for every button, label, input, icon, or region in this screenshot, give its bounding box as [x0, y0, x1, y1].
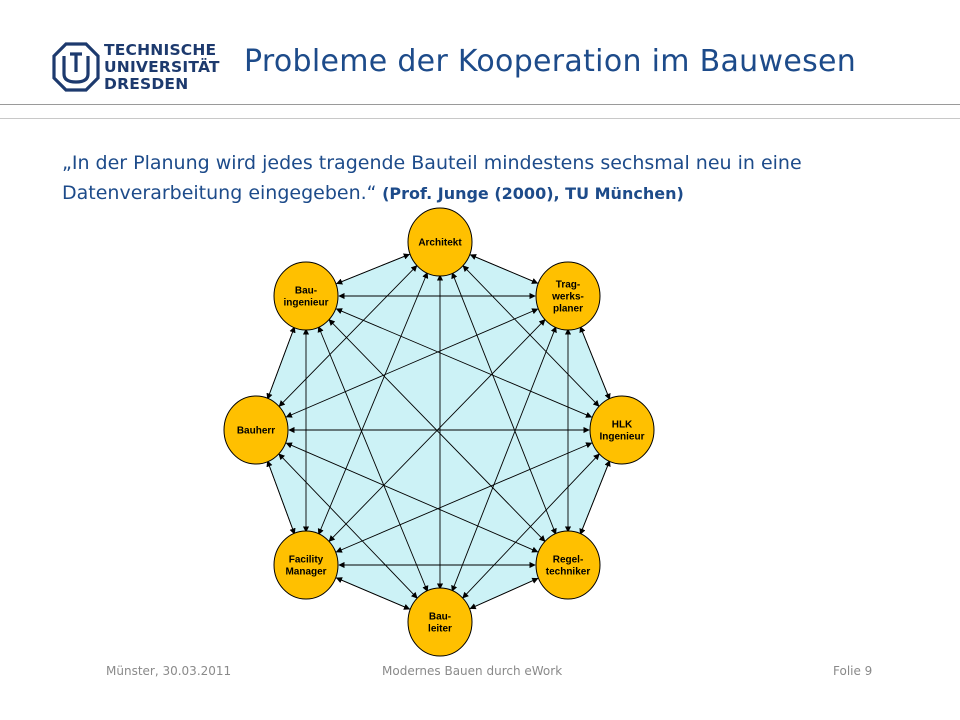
connection-lines [266, 253, 611, 610]
quote-citation: (Prof. Junge (2000), TU München) [376, 184, 684, 203]
node-label-hlk-ingenieur: Ingenieur [599, 432, 644, 443]
node-regeltechniker: Regel-techniker [535, 530, 601, 600]
node-circle-regeltechniker [535, 530, 601, 600]
connection-architekt-bauingenieur [336, 253, 410, 285]
tu-dresden-logo: TECHNISCHE UNIVERSITÄT DRESDEN [52, 42, 232, 98]
logo-line-1: TECHNISCHE [104, 41, 217, 59]
footer-slide-number: Folie 9 [833, 664, 873, 678]
node-architekt: Architekt [407, 207, 473, 277]
node-label-bauingenieur: Bau- [295, 286, 317, 297]
node-label-regeltechniker: techniker [546, 567, 591, 578]
node-label-architekt: Architekt [418, 238, 462, 249]
connection-bauleiter-bauingenieur [317, 325, 429, 593]
footer-event: Modernes Bauen durch eWork [382, 664, 563, 678]
logo-line-2: UNIVERSITÄT [104, 58, 220, 76]
slide-title: Probleme der Kooperation im Bauwesen [244, 44, 857, 79]
node-label-bauingenieur: ingenieur [283, 298, 328, 309]
connection-bauherr-bauingenieur [266, 326, 296, 400]
node-tragwerksplaner: Trag-werks-planer [535, 261, 601, 331]
node-label-tragwerksplaner: Trag- [556, 280, 580, 291]
header-divider-secondary [0, 118, 960, 119]
node-label-facility-manager: Facility [289, 555, 324, 566]
node-label-facility-manager: Manager [285, 567, 326, 578]
header-divider [0, 104, 960, 105]
connection-regeltechniker-bauleiter [469, 577, 539, 610]
node-label-bauleiter: leiter [428, 624, 452, 635]
node-bauingenieur: Bau-ingenieur [273, 261, 339, 331]
node-label-tragwerksplaner: werks- [551, 292, 584, 303]
node-bauherr: Bauherr [223, 395, 289, 465]
logo-line-3: DRESDEN [104, 75, 189, 93]
footer-location-date: Münster, 30.03.2011 [106, 664, 232, 678]
node-label-tragwerksplaner: planer [553, 304, 583, 315]
node-circle-facility-manager [273, 530, 339, 600]
quote-block: „In der Planung wird jedes tragende Baut… [62, 148, 922, 209]
node-circle-bauleiter [407, 587, 473, 657]
node-circle-bauingenieur [273, 261, 339, 331]
node-label-hlk-ingenieur: HLK [612, 420, 633, 431]
connection-facility-manager-bauherr [266, 460, 296, 535]
node-circle-bauherr [223, 395, 289, 465]
node-label-bauleiter: Bau- [429, 612, 451, 623]
logo-wordmark: TECHNISCHE UNIVERSITÄT DRESDEN [104, 42, 220, 93]
node-label-bauherr: Bauherr [237, 426, 275, 437]
node-circle-tragwerksplaner [535, 261, 601, 331]
node-circle-architekt [407, 207, 473, 277]
tu-dresden-emblem-icon [52, 42, 100, 92]
quote-text: „In der Planung wird jedes tragende Baut… [62, 152, 802, 204]
node-circle-hlk-ingenieur [589, 395, 655, 465]
node-label-regeltechniker: Regel- [553, 555, 584, 566]
node-bauleiter: Bau-leiter [407, 587, 473, 657]
role-nodes: ArchitektTrag-werks-planerHLKIngenieurRe… [223, 207, 655, 657]
